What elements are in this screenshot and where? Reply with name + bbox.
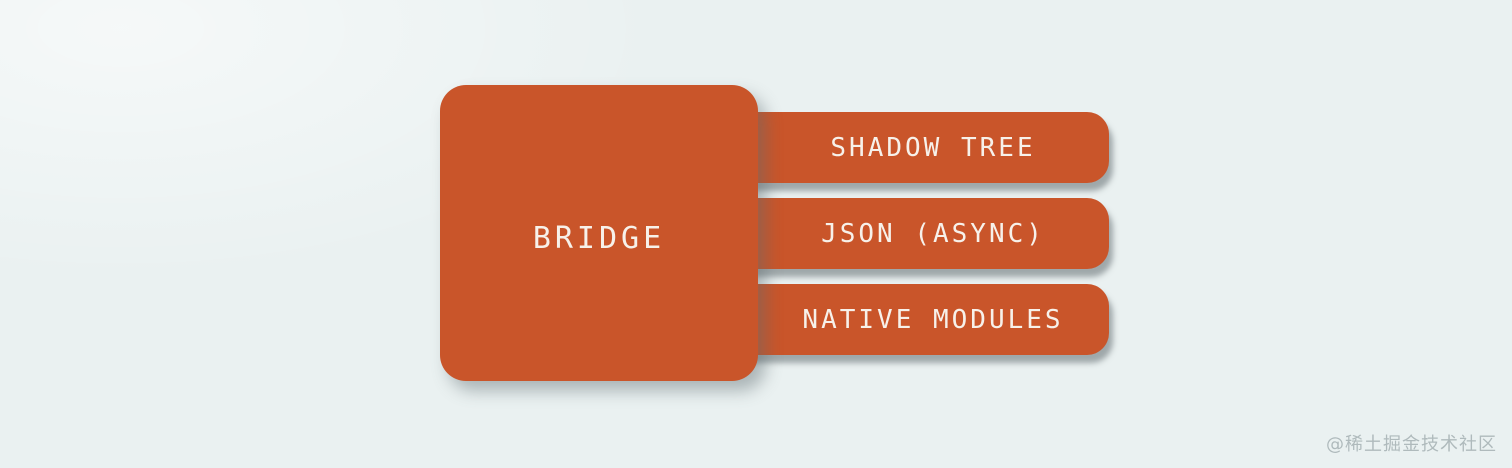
pill-json-async-label: JSON (ASYNC) [821, 218, 1045, 249]
bridge-box: BRIDGE [440, 85, 758, 381]
pill-native-modules-label: NATIVE MODULES [802, 304, 1064, 335]
pill-shadow-tree: SHADOW TREE [720, 112, 1109, 183]
pill-shadow-tree-label: SHADOW TREE [830, 132, 1036, 163]
pill-native-modules: NATIVE MODULES [720, 284, 1109, 355]
pill-json-async: JSON (ASYNC) [720, 198, 1109, 269]
watermark: @稀土掘金技术社区 [1326, 434, 1497, 455]
bridge-label: BRIDGE [532, 220, 666, 256]
